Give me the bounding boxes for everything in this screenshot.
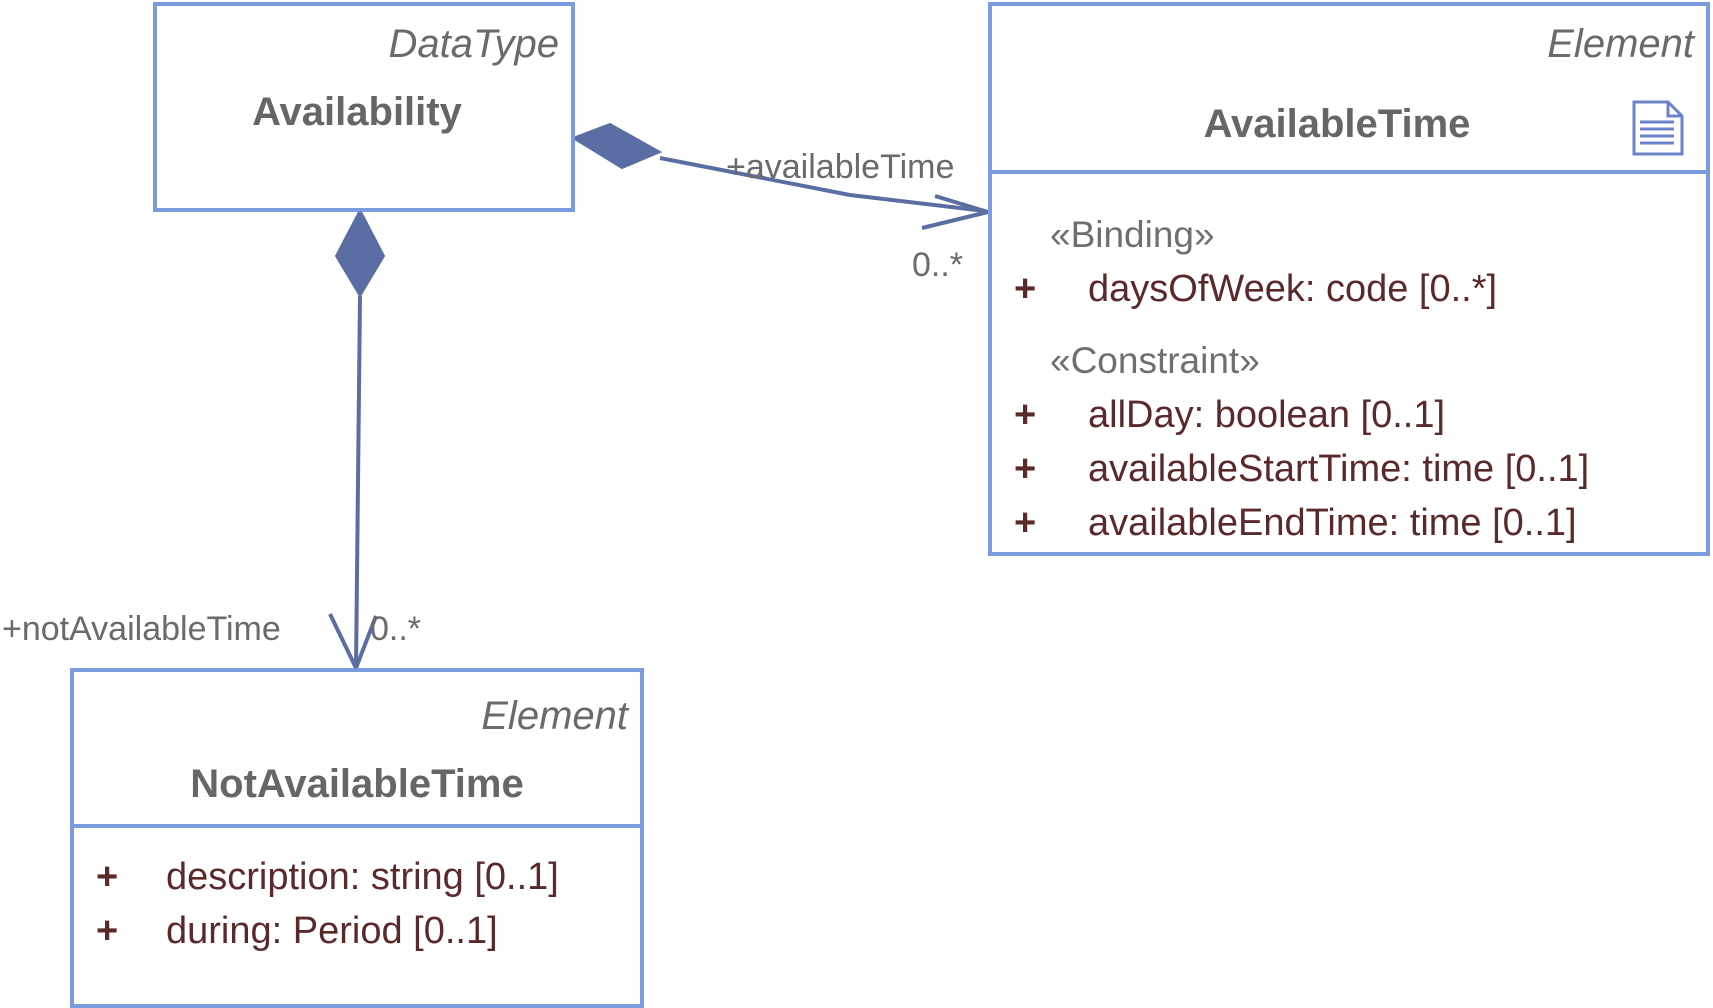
attribute-during: during: Period [0..1] xyxy=(166,910,498,952)
document-icon xyxy=(1632,100,1684,156)
availabletime-class[interactable]: Element AvailableTime «Binding» + daysOf… xyxy=(988,2,1710,556)
role-label-available-time: +availableTime xyxy=(726,148,955,186)
attribute-row: + availableEndTime: time [0..1] xyxy=(992,502,1706,550)
visibility-public: + xyxy=(1014,268,1037,310)
attribute-row: + allDay: boolean [0..1] xyxy=(992,394,1706,442)
composition-availability-to-notavailabletime xyxy=(328,207,386,674)
availability-class[interactable]: DataType Availability xyxy=(153,2,575,212)
multiplicity-available-time: 0..* xyxy=(912,246,964,284)
attribute-row: + during: Period [0..1] xyxy=(74,910,640,958)
visibility-public: + xyxy=(1014,502,1037,544)
visibility-public: + xyxy=(1014,394,1037,436)
attribute-days-of-week: daysOfWeek: code [0..*] xyxy=(1088,268,1498,310)
attribute-available-start-time: availableStartTime: time [0..1] xyxy=(1088,448,1590,490)
attribute-row: + availableStartTime: time [0..1] xyxy=(992,448,1706,496)
attribute-row: + description: string [0..1] xyxy=(74,856,640,904)
role-label-not-available-time: +notAvailableTime xyxy=(2,610,281,648)
notavailabletime-class-name: NotAvailableTime xyxy=(190,762,524,806)
notavailabletime-divider xyxy=(74,824,640,828)
notavailabletime-class[interactable]: Element NotAvailableTime + description: … xyxy=(70,668,644,1008)
visibility-public: + xyxy=(1014,448,1037,490)
attribute-all-day: allDay: boolean [0..1] xyxy=(1088,394,1446,436)
composition-diamond-down xyxy=(334,207,386,298)
availability-class-name: Availability xyxy=(252,90,462,134)
notavailabletime-stereotype: Element xyxy=(481,694,628,738)
binding-label: «Binding» xyxy=(1050,214,1215,255)
availabletime-stereotype: Element xyxy=(1547,22,1694,66)
availabletime-divider xyxy=(992,170,1706,174)
availability-stereotype: DataType xyxy=(388,22,559,66)
availabletime-class-name: AvailableTime xyxy=(1203,102,1471,146)
attribute-row: + daysOfWeek: code [0..*] xyxy=(992,268,1706,316)
constraint-label: «Constraint» xyxy=(1050,340,1260,381)
visibility-public: + xyxy=(96,910,119,952)
composition-availability-to-availabletime xyxy=(570,122,996,230)
composition-diamond-right xyxy=(570,122,663,170)
attribute-description: description: string [0..1] xyxy=(166,856,559,898)
multiplicity-not-available-time: 0..* xyxy=(370,610,422,648)
attribute-available-end-time: availableEndTime: time [0..1] xyxy=(1088,502,1577,544)
visibility-public: + xyxy=(96,856,119,898)
